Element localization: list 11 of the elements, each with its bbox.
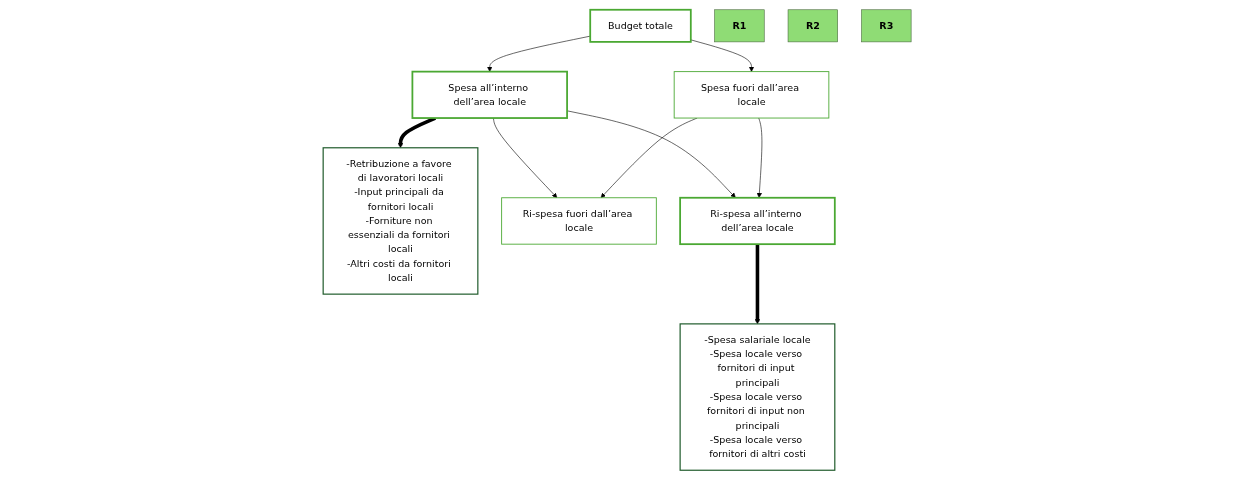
node-box: Ri-spesa all’interno dell’area locale: [679, 196, 836, 246]
node-box: R1: [714, 9, 765, 43]
node-box: Budget totale: [589, 8, 692, 43]
node-box: Spesa fuori dall’area locale: [673, 71, 830, 119]
node-box: Spesa all’interno dell’area locale: [411, 70, 568, 119]
node-box: R3: [861, 9, 912, 43]
node-box: -Retribuzione a favore di lavoratori locali -Input principali da fornitori locali -Forniture non essenziali da fornitori locali -Altri costi da fornitori locali: [322, 147, 479, 295]
node-box: -Spesa salariale locale -Spesa locale verso fornitori di input principali -Spesa locale verso fornitori di input non principali -Spesa locale verso fornitori di altri costi: [679, 323, 836, 471]
node-box: Ri-spesa fuori dall’area locale: [501, 197, 657, 245]
node-box: R2: [787, 9, 838, 43]
arrow: [754, 244, 760, 325]
